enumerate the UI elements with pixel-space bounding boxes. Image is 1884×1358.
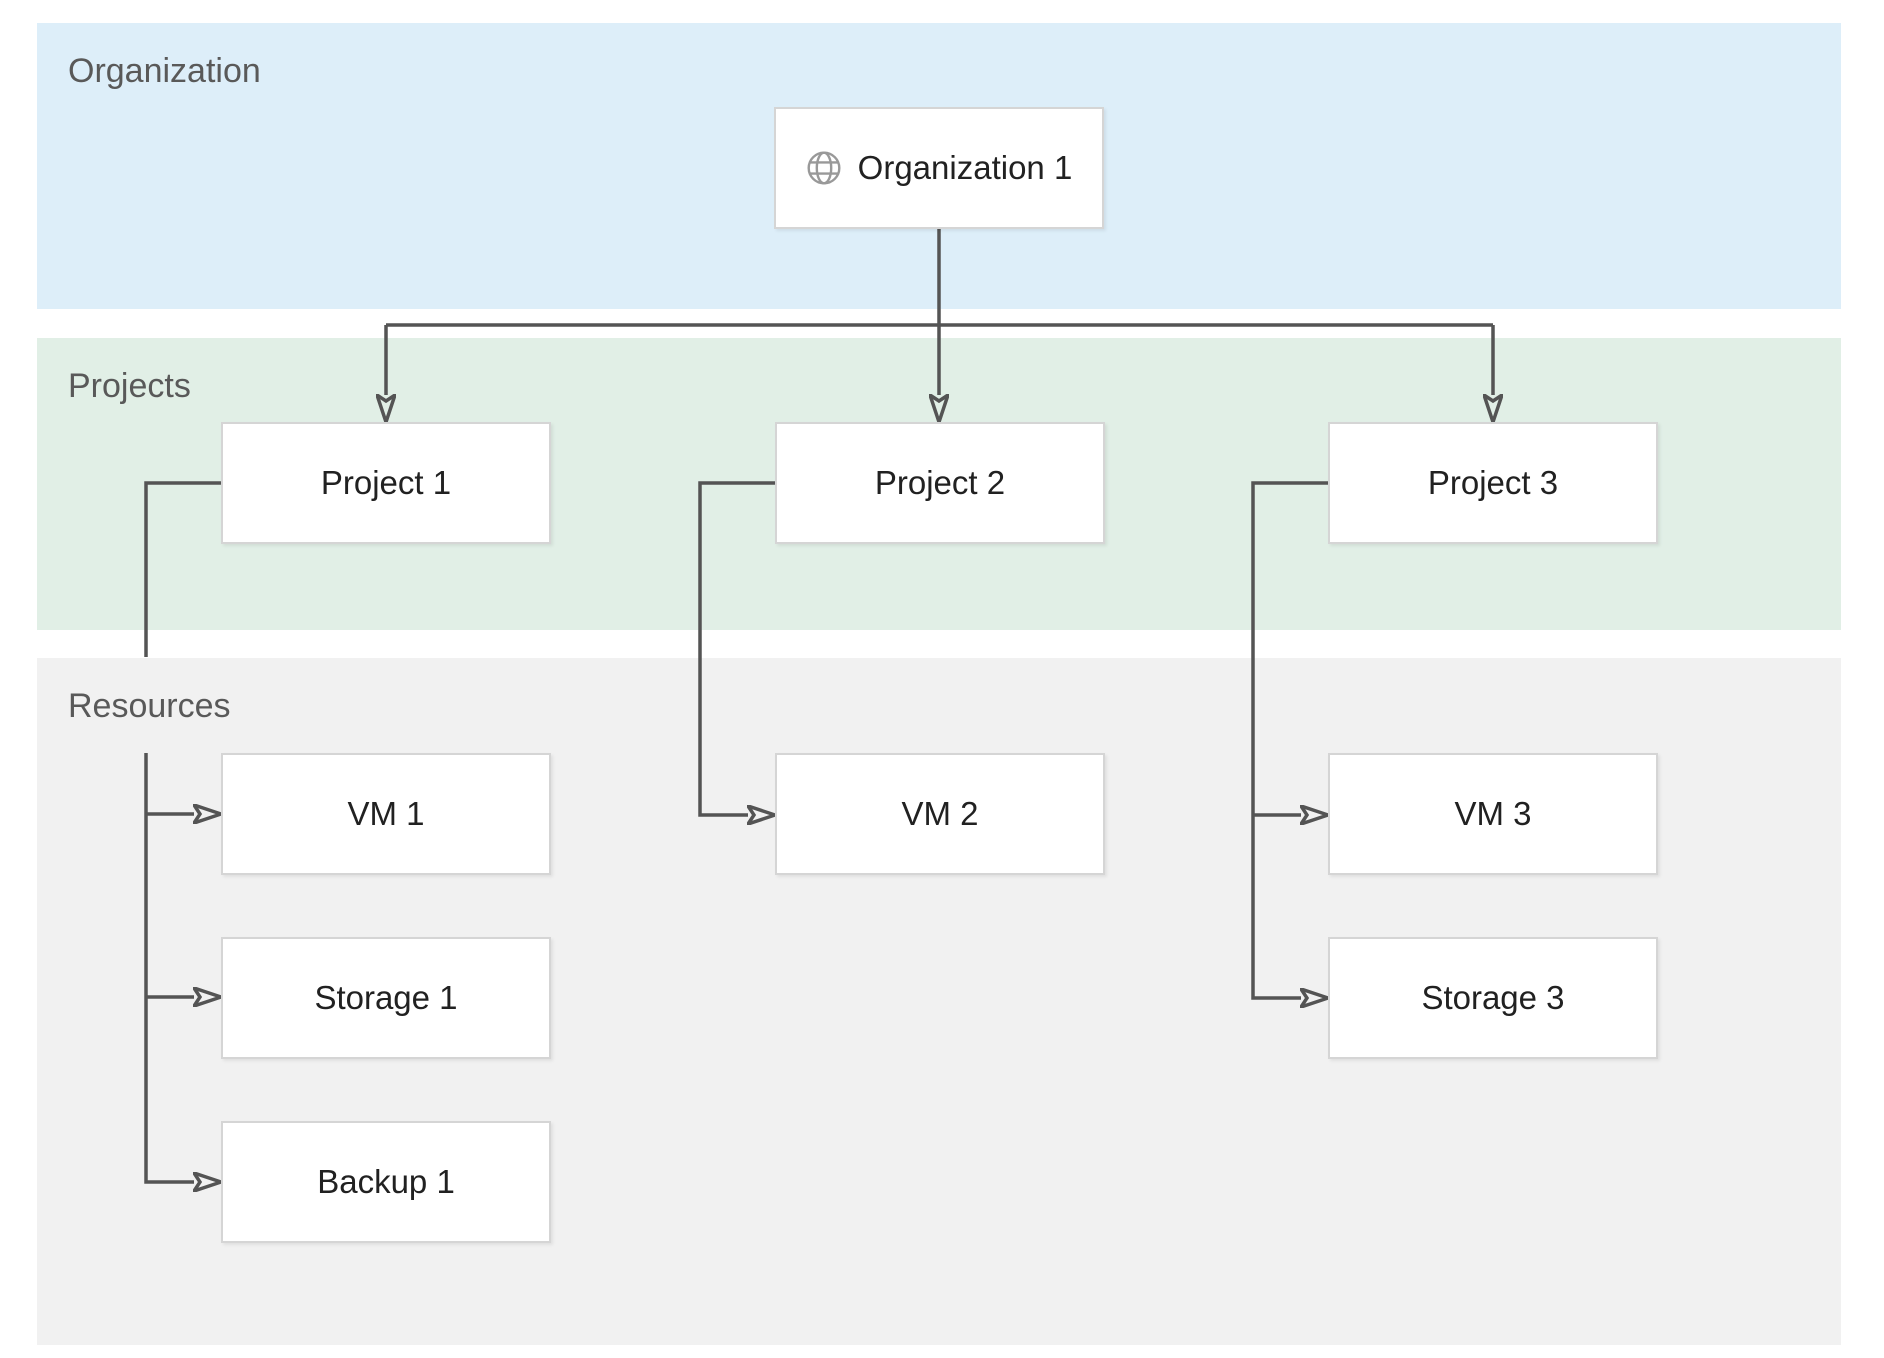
node-vm-1: VM 1 <box>221 753 551 875</box>
resources-band-label: Resources <box>68 687 231 725</box>
organization-band-label: Organization <box>68 52 261 90</box>
node-label: Project 1 <box>320 464 452 501</box>
node-project-3: Project 3 <box>1328 422 1658 544</box>
node-storage-1: Storage 1 <box>221 937 551 1059</box>
node-label: Project 3 <box>1427 464 1559 501</box>
node-label: Storage 3 <box>1421 979 1565 1016</box>
node-label: VM 3 <box>1454 795 1532 832</box>
node-storage-3: Storage 3 <box>1328 937 1658 1059</box>
node-label: VM 1 <box>347 795 425 832</box>
node-vm-3: VM 3 <box>1328 753 1658 875</box>
globe-icon <box>807 151 841 185</box>
node-label: Storage 1 <box>314 979 458 1016</box>
node-organization-1: Organization 1 <box>774 107 1104 229</box>
projects-band-label: Projects <box>68 367 191 405</box>
node-label: Backup 1 <box>317 1163 455 1200</box>
node-project-1: Project 1 <box>221 422 551 544</box>
node-project-2: Project 2 <box>775 422 1105 544</box>
node-label: Project 2 <box>874 464 1006 501</box>
node-label: VM 2 <box>901 795 979 832</box>
node-label: Organization 1 <box>857 149 1073 186</box>
node-backup-1: Backup 1 <box>221 1121 551 1243</box>
node-vm-2: VM 2 <box>775 753 1105 875</box>
